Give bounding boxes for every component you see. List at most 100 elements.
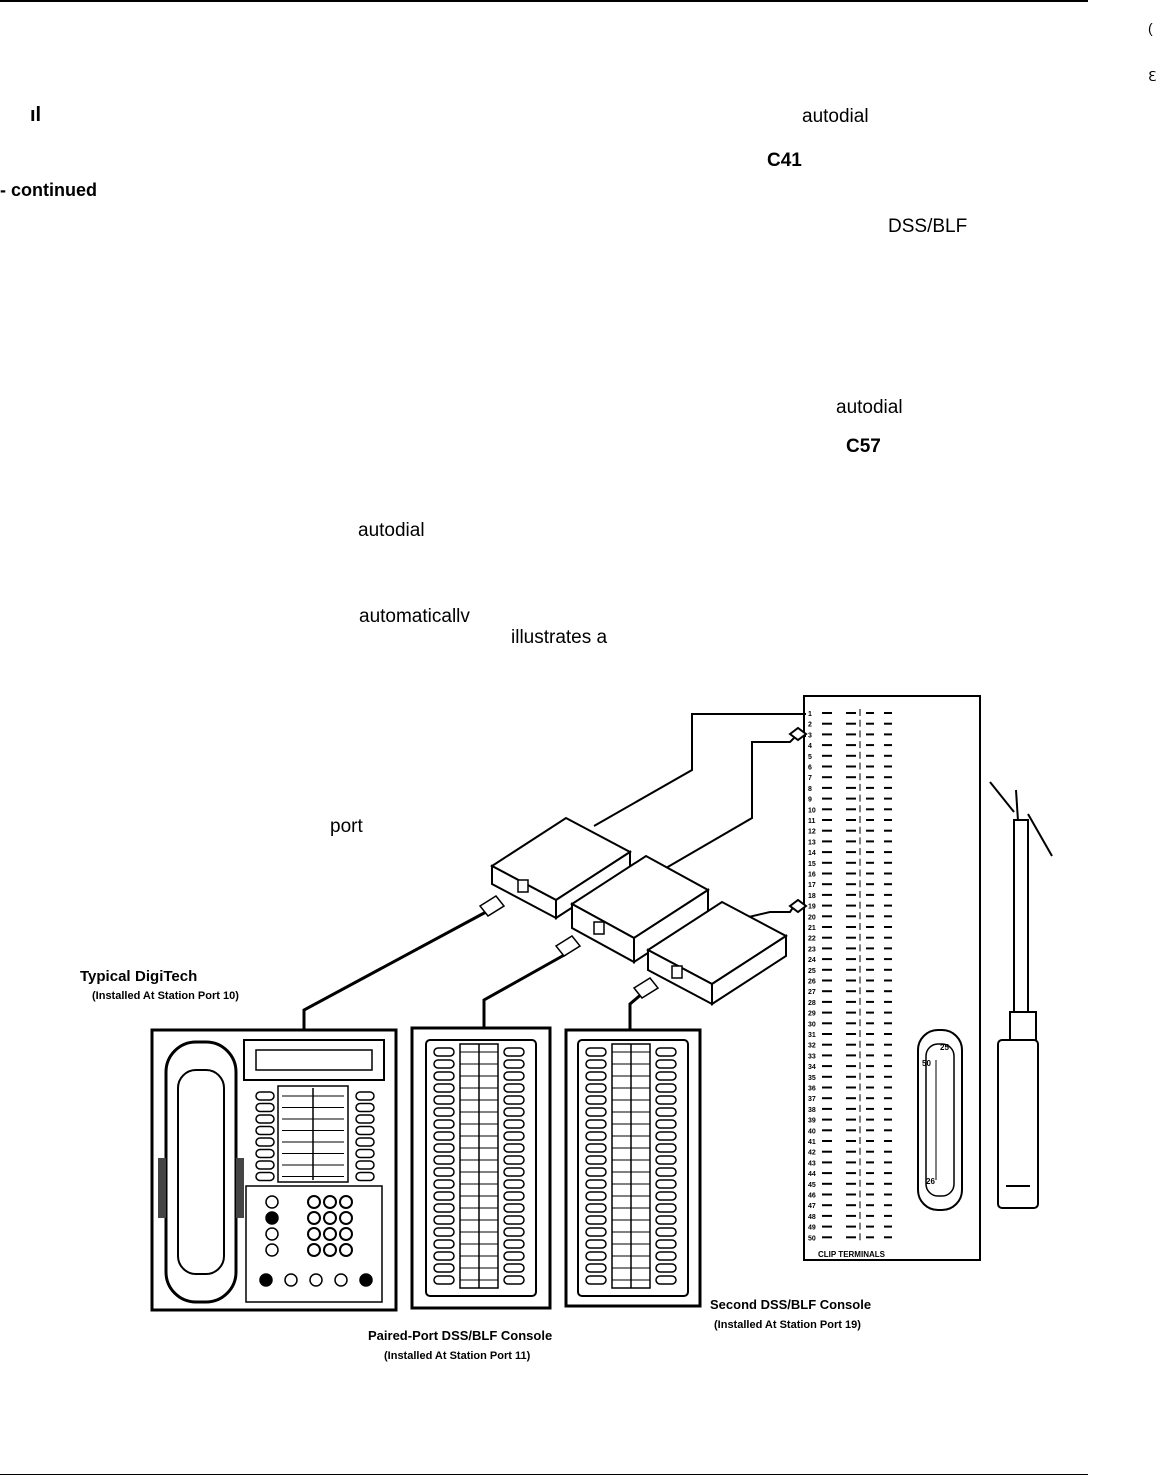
word-autodial-2: autodial — [836, 397, 903, 418]
terminal-number: 50 — [808, 1235, 816, 1242]
feature-key — [255, 1125, 275, 1136]
terminal-number: 25 — [808, 968, 816, 975]
dss-key — [585, 1251, 607, 1261]
punch-down-tool — [989, 781, 1053, 1209]
terminal-number: 35 — [808, 1075, 816, 1082]
dss-key — [585, 1191, 607, 1201]
feature-key — [355, 1137, 375, 1147]
terminal-number: 44 — [808, 1171, 816, 1178]
terminal-number: 31 — [808, 1032, 816, 1039]
dss-key — [503, 1179, 525, 1189]
terminal-number: 28 — [808, 1000, 816, 1007]
feature-key — [255, 1102, 275, 1113]
dss-key — [585, 1059, 607, 1069]
paired-caption: Paired-Port DSS/BLF Console — [368, 1328, 553, 1343]
dss-key — [433, 1059, 455, 1069]
terminal-number: 5 — [808, 754, 812, 761]
header-fragment: ıl — [30, 104, 42, 126]
terminal-number: 47 — [808, 1203, 816, 1210]
dss-key — [433, 1227, 455, 1237]
amphenol-connector: 25 50 26 — [917, 1029, 963, 1211]
dss-key — [433, 1239, 455, 1249]
dss-key — [655, 1203, 677, 1213]
word-automatically: automaticallv — [359, 606, 470, 627]
dialpad — [259, 1195, 373, 1287]
dss-key — [585, 1071, 607, 1081]
modular-plugs — [478, 895, 660, 999]
dss-key — [433, 1251, 455, 1261]
interface-box-2 — [570, 854, 710, 964]
dss-key — [433, 1179, 455, 1189]
dss-key — [503, 1251, 525, 1261]
dial-key — [307, 1227, 321, 1241]
feature-key — [355, 1171, 375, 1182]
terminal-number: 42 — [808, 1150, 816, 1157]
dss-key — [433, 1155, 455, 1165]
dss-key — [503, 1095, 525, 1105]
typical-caption: Typical DigiTech — [80, 968, 310, 986]
dial-key — [323, 1227, 337, 1241]
dss-key — [655, 1251, 677, 1261]
dial-key — [339, 1243, 353, 1257]
dss-key — [585, 1263, 607, 1273]
terminal-number: 48 — [808, 1214, 816, 1221]
dss-key — [433, 1143, 455, 1153]
line-cords — [302, 910, 645, 1030]
console-1-keys — [433, 1043, 525, 1289]
dss-key — [433, 1275, 455, 1285]
terminal-number: 7 — [808, 775, 812, 782]
terminal-number: 23 — [808, 946, 816, 953]
feature-key — [355, 1148, 375, 1159]
terminal-number: 20 — [808, 914, 816, 921]
function-key — [265, 1243, 279, 1257]
console-2-keys — [585, 1043, 677, 1289]
clip-terminals-label: CLIP TERMINALS — [818, 1250, 886, 1259]
phone-keys — [255, 1088, 375, 1182]
dss-key — [585, 1203, 607, 1213]
top-rule — [0, 0, 1088, 2]
dial-key — [307, 1195, 321, 1209]
feature-key — [355, 1102, 375, 1113]
dss-key — [655, 1179, 677, 1189]
feature-key — [355, 1114, 375, 1124]
terminal-number: 41 — [808, 1139, 816, 1146]
dial-key — [307, 1211, 321, 1225]
terminal-number: 17 — [808, 882, 816, 889]
dss-key — [433, 1167, 455, 1177]
dss-key — [433, 1083, 455, 1093]
pin-26-label: 26 — [926, 1177, 935, 1186]
dss-key — [655, 1167, 677, 1177]
dss-key — [503, 1215, 525, 1225]
terminal-number: 22 — [808, 936, 816, 943]
terminal-number: 1 — [808, 711, 812, 718]
dss-key — [503, 1203, 525, 1213]
dss-key — [433, 1119, 455, 1129]
dss-key — [503, 1107, 525, 1117]
word-c57: C57 — [846, 436, 881, 457]
soft-key — [309, 1273, 323, 1287]
function-key — [265, 1195, 279, 1209]
terminal-number: 38 — [808, 1107, 816, 1114]
terminal-rows: 1234567891011121314151617181920212223242… — [808, 709, 892, 1242]
dss-key — [655, 1239, 677, 1249]
pin-50-label: 50 — [922, 1059, 931, 1068]
dss-key — [585, 1167, 607, 1177]
terminal-number: 9 — [808, 797, 812, 804]
feature-key — [355, 1125, 375, 1136]
dss-key — [655, 1191, 677, 1201]
dss-key — [433, 1203, 455, 1213]
dial-key — [339, 1211, 353, 1225]
terminal-number: 14 — [808, 850, 816, 857]
feature-key — [355, 1091, 375, 1101]
terminal-number: 6 — [808, 765, 812, 772]
bottom-rule — [0, 1474, 1088, 1475]
terminal-block: 1234567891011121314151617181920212223242… — [803, 695, 981, 1261]
dss-key — [655, 1227, 677, 1237]
dss-key — [503, 1155, 525, 1165]
feature-key — [255, 1171, 275, 1182]
dss-key — [433, 1131, 455, 1141]
dss-key — [433, 1071, 455, 1081]
dss-key — [433, 1107, 455, 1117]
dial-key — [307, 1243, 321, 1257]
terminal-number: 10 — [808, 807, 816, 814]
